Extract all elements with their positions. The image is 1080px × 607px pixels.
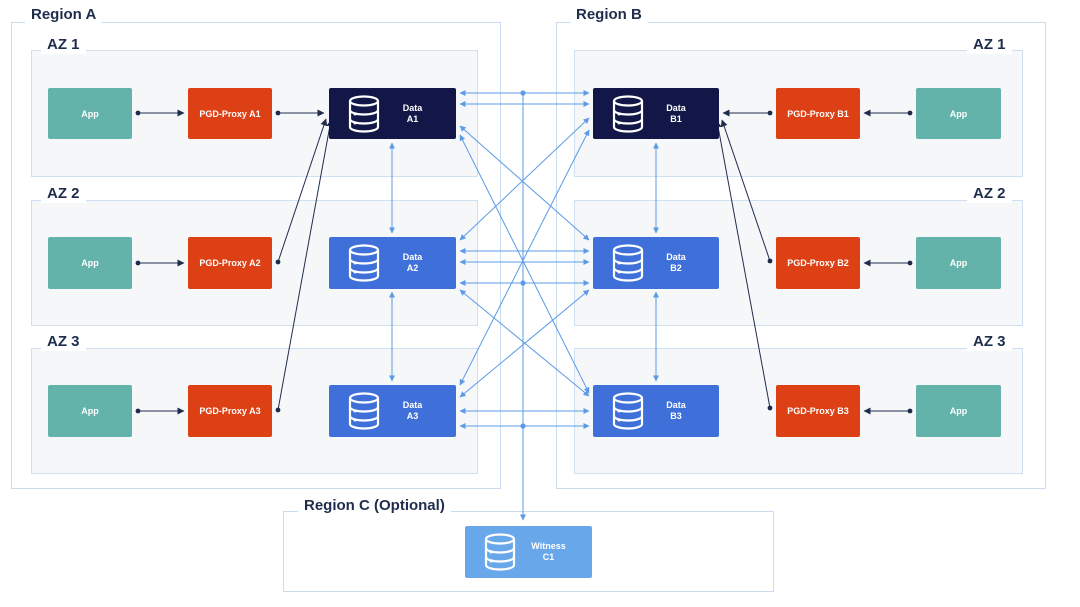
- proxy-node-b1[interactable]: PGD-Proxy B1: [776, 88, 860, 139]
- database-icon: [348, 244, 380, 282]
- az-a3-title: AZ 3: [41, 333, 86, 351]
- proxy-node-a2[interactable]: PGD-Proxy A2: [188, 237, 272, 289]
- database-icon: [348, 392, 380, 430]
- database-icon: [612, 94, 644, 133]
- app-node-b2[interactable]: App: [916, 237, 1001, 289]
- az-a1-title: AZ 1: [41, 36, 86, 54]
- client-connections: [135, 109, 913, 415]
- app-node-a2[interactable]: App: [48, 237, 132, 289]
- app-node-a1[interactable]: App: [48, 88, 132, 139]
- replication-connections: [389, 90, 659, 521]
- region-c-title: Region C (Optional): [298, 497, 451, 515]
- region-b-title: Region B: [570, 6, 648, 24]
- proxy-node-a3[interactable]: PGD-Proxy A3: [188, 385, 272, 437]
- proxy-node-b3[interactable]: PGD-Proxy B3: [776, 385, 860, 437]
- junction-dots: [520, 90, 526, 429]
- az-a2-title: AZ 2: [41, 185, 86, 203]
- database-icon: [348, 94, 380, 133]
- az-b2-title: AZ 2: [967, 185, 1012, 203]
- database-icon: [484, 533, 516, 571]
- app-node-b1[interactable]: App: [916, 88, 1001, 139]
- az-b3-title: AZ 3: [967, 333, 1012, 351]
- database-icon: [612, 244, 644, 282]
- database-icon: [612, 392, 644, 430]
- app-node-b3[interactable]: App: [916, 385, 1001, 437]
- az-b1-title: AZ 1: [967, 36, 1012, 54]
- proxy-node-b2[interactable]: PGD-Proxy B2: [776, 237, 860, 289]
- region-a-title: Region A: [25, 6, 103, 24]
- proxy-node-a1[interactable]: PGD-Proxy A1: [188, 88, 272, 139]
- app-node-a3[interactable]: App: [48, 385, 132, 437]
